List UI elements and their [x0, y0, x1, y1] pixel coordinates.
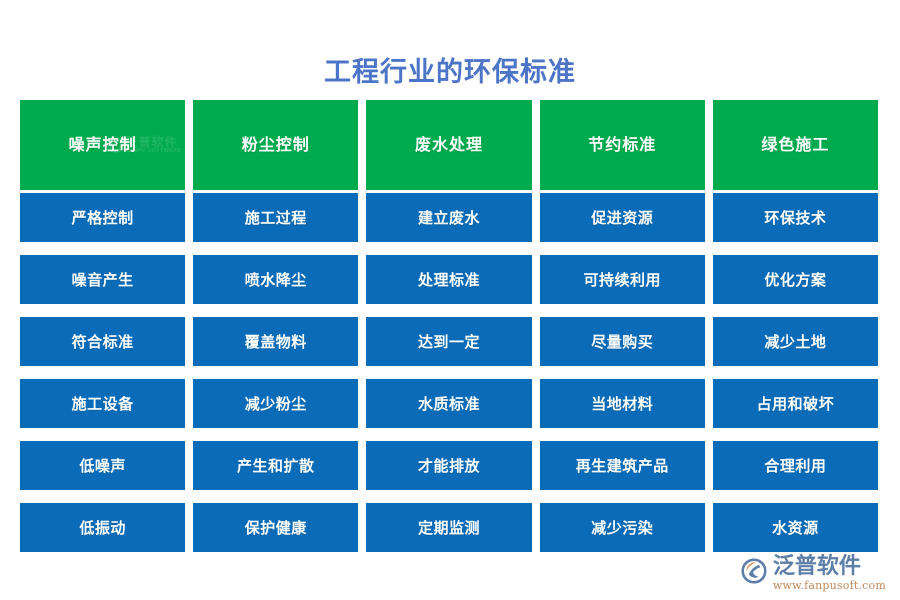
- standards-table: 噪声控制 泛普软件 FANPU SOFTWARE 粉尘控制 废水处理 节约标准: [20, 100, 879, 552]
- table-cell[interactable]: 保护健康: [193, 503, 359, 552]
- table-cell-label: 严格控制: [71, 208, 134, 227]
- table-row: 低振动 保护健康 定期监测 减少污染 水资源: [20, 503, 879, 552]
- table-cell[interactable]: 优化方案: [712, 255, 879, 304]
- table-row: 噪音产生 喷水降尘 处理标准 可持续利用 优化方案: [20, 255, 879, 304]
- table-cell[interactable]: 产生和扩散: [193, 441, 359, 490]
- table-cell[interactable]: 合理利用: [712, 441, 879, 490]
- table-cell[interactable]: 环保技术: [712, 193, 879, 242]
- table-cell-label: 促进资源: [591, 208, 654, 227]
- header-cell-label: 粉尘控制: [241, 135, 310, 155]
- table-cell-label: 符合标准: [71, 332, 134, 351]
- header-cell-conservation[interactable]: 节约标准: [539, 100, 705, 190]
- table-cell-label: 占用和破坏: [756, 394, 835, 413]
- table-cell[interactable]: 当地材料: [539, 379, 705, 428]
- table-cell-label: 达到一定: [418, 332, 481, 351]
- brand-url: www.fanpusoft.com: [772, 579, 886, 592]
- table-cell[interactable]: 喷水降尘: [193, 255, 359, 304]
- table-cell[interactable]: 严格控制: [20, 193, 186, 242]
- table-cell[interactable]: 占用和破坏: [712, 379, 879, 428]
- header-cell-label: 节约标准: [588, 135, 657, 155]
- table-cell[interactable]: 低噪声: [20, 441, 186, 490]
- table-cell-label: 尽量购买: [591, 332, 654, 351]
- table-cell-label: 水资源: [772, 518, 819, 537]
- table-cell-label: 处理标准: [418, 270, 481, 289]
- table-row: 施工设备 减少粉尘 水质标准 当地材料 占用和破坏: [20, 379, 879, 428]
- header-cell-wastewater[interactable]: 废水处理: [366, 100, 532, 190]
- table-cell[interactable]: 减少粉尘: [193, 379, 359, 428]
- page-title-container: 工程行业的环保标准: [0, 38, 900, 108]
- table-cell-label: 减少污染: [591, 518, 654, 537]
- table-cell-label: 噪音产生: [71, 270, 134, 289]
- brand-logo[interactable]: 泛普软件 www.fanpusoft.com: [740, 555, 886, 592]
- table-cell-label: 建立废水: [418, 208, 481, 227]
- table-cell-label: 再生建筑产品: [575, 456, 669, 475]
- table-cell[interactable]: 噪音产生: [20, 255, 186, 304]
- table-cell-label: 施工过程: [244, 208, 307, 227]
- header-cell-green-construction[interactable]: 绿色施工: [712, 100, 879, 190]
- table-cell-label: 减少粉尘: [244, 394, 307, 413]
- header-cell-dust[interactable]: 粉尘控制: [193, 100, 359, 190]
- header-cell-noise[interactable]: 噪声控制 泛普软件 FANPU SOFTWARE: [20, 100, 186, 190]
- table-cell[interactable]: 尽量购买: [539, 317, 705, 366]
- table-cell[interactable]: 达到一定: [366, 317, 532, 366]
- table-cell-label: 可持续利用: [583, 270, 661, 289]
- table-cell[interactable]: 促进资源: [539, 193, 705, 242]
- table-cell-label: 才能排放: [418, 456, 481, 475]
- table-cell[interactable]: 水质标准: [366, 379, 532, 428]
- table-cell[interactable]: 覆盖物料: [193, 317, 359, 366]
- table-cell[interactable]: 建立废水: [366, 193, 532, 242]
- table-row: 严格控制 施工过程 建立废水 促进资源 环保技术: [20, 193, 879, 242]
- brand-mark-icon: [740, 557, 768, 585]
- table-cell[interactable]: 施工设备: [20, 379, 186, 428]
- table-cell-label: 喷水降尘: [244, 270, 307, 289]
- table-cell-label: 合理利用: [764, 456, 827, 475]
- header-cell-label: 噪声控制: [68, 135, 137, 155]
- header-cell-label: 绿色施工: [761, 135, 830, 155]
- table-cell-label: 产生和扩散: [237, 456, 315, 475]
- table-cell[interactable]: 水资源: [712, 503, 879, 552]
- table-cell[interactable]: 施工过程: [193, 193, 359, 242]
- table-cell-label: 环保技术: [764, 208, 827, 227]
- brand-name: 泛普软件: [772, 554, 861, 579]
- table-cell-label: 当地材料: [591, 394, 654, 413]
- header-cell-label: 废水处理: [415, 135, 484, 155]
- table-cell[interactable]: 符合标准: [20, 317, 186, 366]
- table-row: 低噪声 产生和扩散 才能排放 再生建筑产品 合理利用: [20, 441, 879, 490]
- table-cell-label: 保护健康: [244, 518, 307, 537]
- table-cell-label: 定期监测: [418, 518, 481, 537]
- table-cell[interactable]: 可持续利用: [539, 255, 705, 304]
- table-cell-label: 水质标准: [418, 394, 481, 413]
- table-cell[interactable]: 低振动: [20, 503, 186, 552]
- table-cell-label: 覆盖物料: [244, 332, 307, 351]
- table-cell-label: 低噪声: [79, 456, 126, 475]
- table-cell-label: 施工设备: [71, 394, 134, 413]
- page-title: 工程行业的环保标准: [324, 57, 576, 89]
- table-row: 符合标准 覆盖物料 达到一定 尽量购买 减少土地: [20, 317, 879, 366]
- table-header-row: 噪声控制 泛普软件 FANPU SOFTWARE 粉尘控制 废水处理 节约标准: [20, 100, 879, 190]
- table-cell[interactable]: 才能排放: [366, 441, 532, 490]
- table-cell-label: 优化方案: [764, 270, 827, 289]
- table-cell[interactable]: 减少污染: [539, 503, 705, 552]
- table-cell-label: 低振动: [79, 518, 126, 537]
- table-cell[interactable]: 再生建筑产品: [539, 441, 705, 490]
- table-cell-label: 减少土地: [764, 332, 827, 351]
- brand-text-stack: 泛普软件 www.fanpusoft.com: [772, 554, 886, 593]
- table-cell[interactable]: 定期监测: [366, 503, 532, 552]
- table-cell[interactable]: 减少土地: [712, 317, 879, 366]
- table-cell[interactable]: 处理标准: [366, 255, 532, 304]
